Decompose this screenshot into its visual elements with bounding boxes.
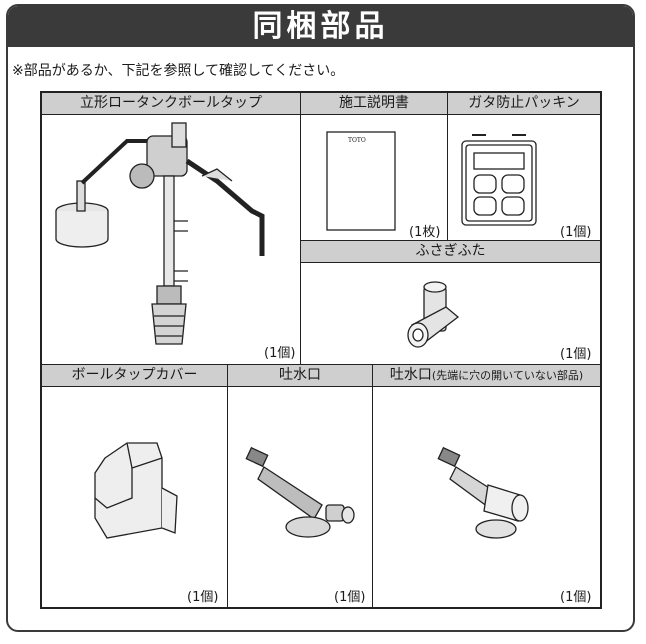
manual-label: 施工説明書 [339,95,409,111]
cover-label: ボールタップカバー [71,367,198,383]
instruction-note: ※部品があるか、下記を参照して確認してください。 [12,63,345,79]
cover-illustration [94,442,178,539]
float-valve-qty: (1個) [264,346,296,361]
packing-cell [448,93,600,241]
manual-illustration [326,131,396,231]
spout-label: 吐水口 [279,367,321,383]
spout2-illustration [437,446,529,539]
packing-label: ガタ防止パッキン [468,95,580,111]
cap-cell [301,241,600,365]
spout2-qty: (1個) [560,590,592,605]
parts-panel: 同梱部品 [6,4,635,632]
spout-cell [228,365,373,607]
float-valve-cell [42,93,301,365]
float-valve-label: 立形ロータンクボールタップ [80,95,262,111]
spout2-label-note: (先端に穴の開いていない部品) [431,369,584,382]
cap-label: ふさぎふた [415,243,486,259]
parts-table: 立形ロータンクボールタップ (1個) 施工説明書 TOTO (1枚) ガタ防止パ… [40,91,602,609]
manual-header: 施工説明書 [301,93,448,115]
cap-header: ふさぎふた [301,241,600,263]
manual-brand: TOTO [348,137,366,144]
spout-illustration [245,446,355,538]
float-valve-header: 立形ロータンクボールタップ [42,93,301,115]
spout-header: 吐水口 [228,365,373,387]
cap-qty: (1個) [560,347,592,362]
packing-illustration [461,134,537,226]
manual-cell [301,93,448,241]
float-valve-illustration [55,122,265,345]
cover-cell [42,365,228,607]
cover-qty: (1個) [187,590,219,605]
packing-header: ガタ防止パッキン [448,93,600,115]
spout-qty: (1個) [334,590,366,605]
spout2-label: 吐水口 [389,367,432,383]
manual-qty: (1枚) [409,225,441,240]
panel-title: 同梱部品 [8,6,633,47]
cap-illustration [407,281,460,348]
packing-qty: (1個) [560,225,592,240]
cover-header: ボールタップカバー [42,365,228,387]
spout2-header: 吐水口(先端に穴の開いていない部品) [373,365,600,387]
